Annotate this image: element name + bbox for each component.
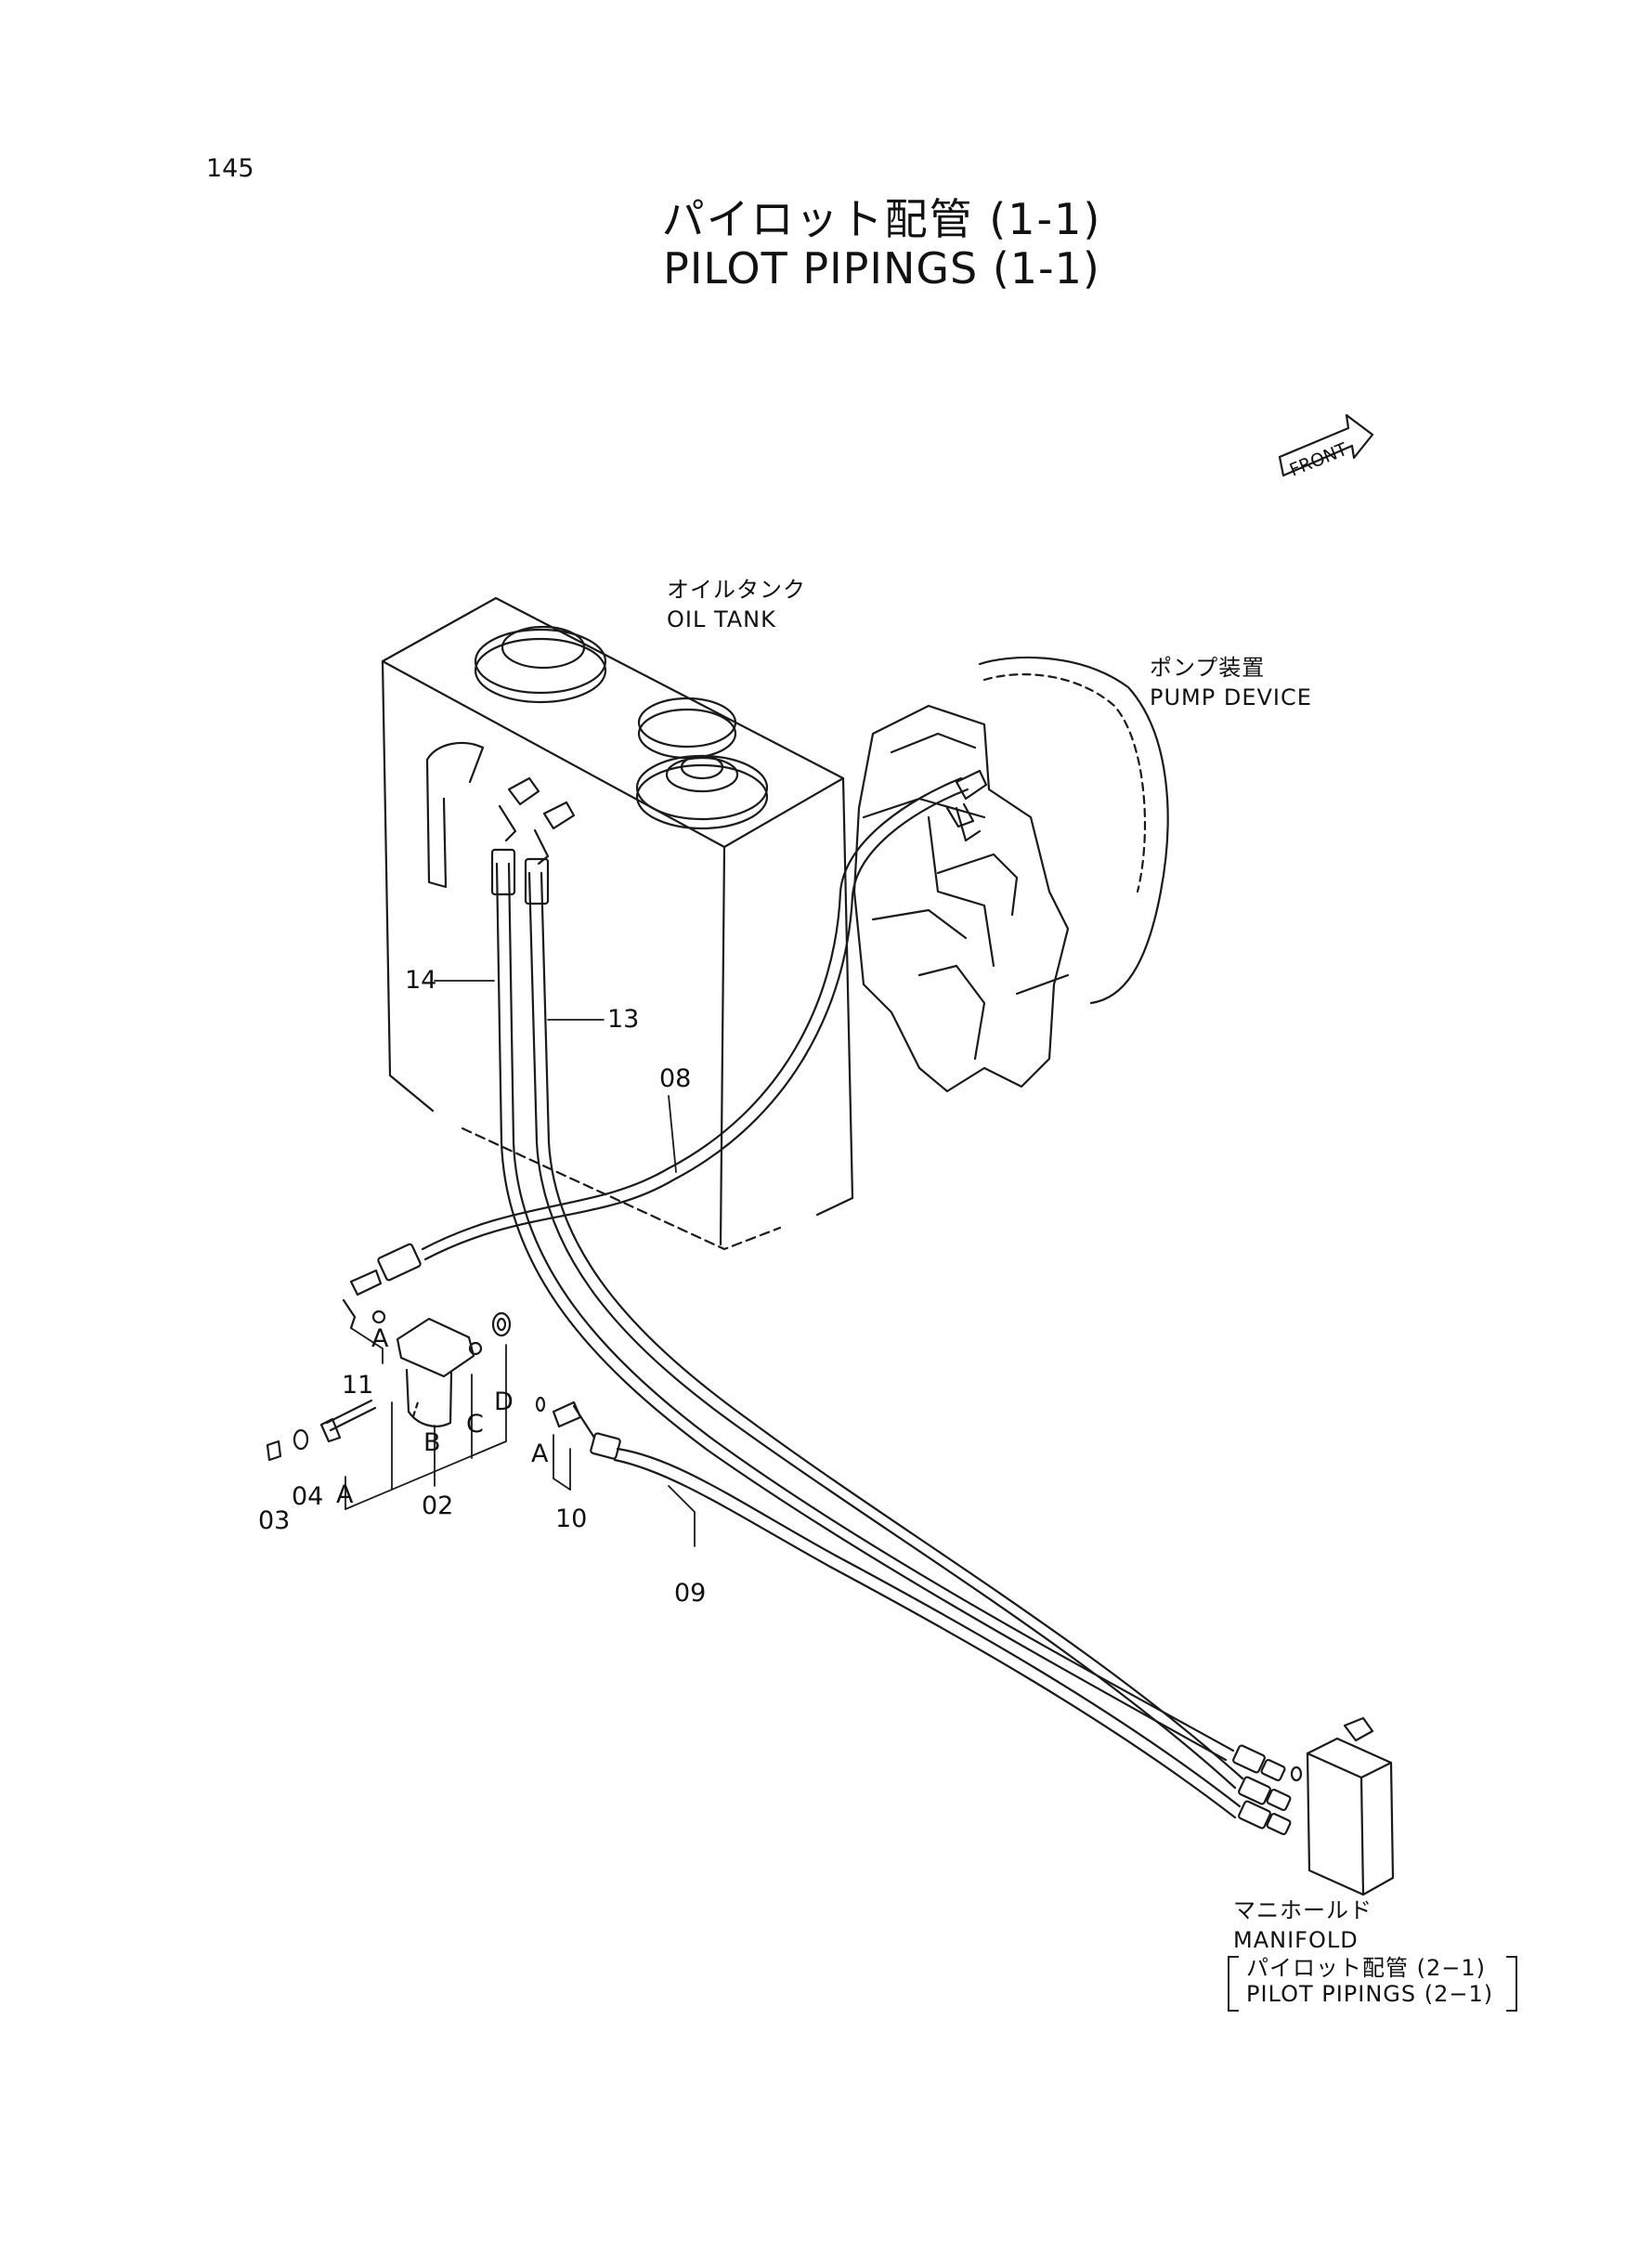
leader-lines [345,980,696,1547]
reference-bracket-left [1228,1956,1239,2012]
part-number-11: 11 [342,1371,374,1400]
manifold-label-jp: マニホールド [1233,1897,1372,1923]
reference-en: PILOT PIPINGS (2−1) [1246,1980,1494,2007]
sub-letter-b: B [423,1428,441,1457]
front-arrow-icon: FRONT [1278,413,1374,481]
pump-device-label-en: PUMP DEVICE [1150,684,1312,710]
pump-device-drawing [852,656,1169,1093]
title-japanese: パイロット配管 (1-1) [661,194,1102,244]
pump-device-label-jp: ポンプ装置 [1150,655,1266,681]
oil-tank-label-en: OIL TANK [667,606,776,632]
part-number-09: 09 [674,1579,707,1608]
sub-letter-a-fitting: A [531,1440,549,1468]
part-number-14: 14 [405,966,437,995]
sub-letter-a-filter: A [371,1324,389,1353]
part-number-08: 08 [659,1064,692,1093]
title-english: PILOT PIPINGS (1-1) [663,243,1100,293]
reference-bracket-right [1506,1956,1517,2012]
filter-assembly [371,1309,512,1427]
oil-tank-label-jp: オイルタンク [667,577,806,603]
pipe-08 [421,776,969,1261]
part-number-10: 10 [555,1505,588,1533]
hose-13 [524,857,1244,1790]
part-number-13: 13 [607,1005,640,1034]
page-number: 145 [206,154,254,183]
reference-jp: パイロット配管 (2−1) [1246,1955,1487,1981]
part-number-04: 04 [292,1482,324,1511]
manifold-drawing [1232,1716,1395,1896]
part-number-03: 03 [258,1506,291,1535]
sub-letter-c: C [466,1410,484,1439]
hose-09 [590,1432,1242,1819]
reference-note: パイロット配管 (2−1) PILOT PIPINGS (2−1) [1228,1955,1517,2012]
oil-tank-drawing [381,596,854,1251]
sub-letter-a-bolt: A [336,1480,354,1509]
part-number-02: 02 [422,1492,454,1520]
manifold-label-en: MANIFOLD [1233,1927,1359,1953]
pipe-08-fitting [342,1243,422,1330]
small-parts [266,1396,596,1462]
sub-letter-d: D [494,1388,514,1416]
hose-14 [490,848,1235,1762]
